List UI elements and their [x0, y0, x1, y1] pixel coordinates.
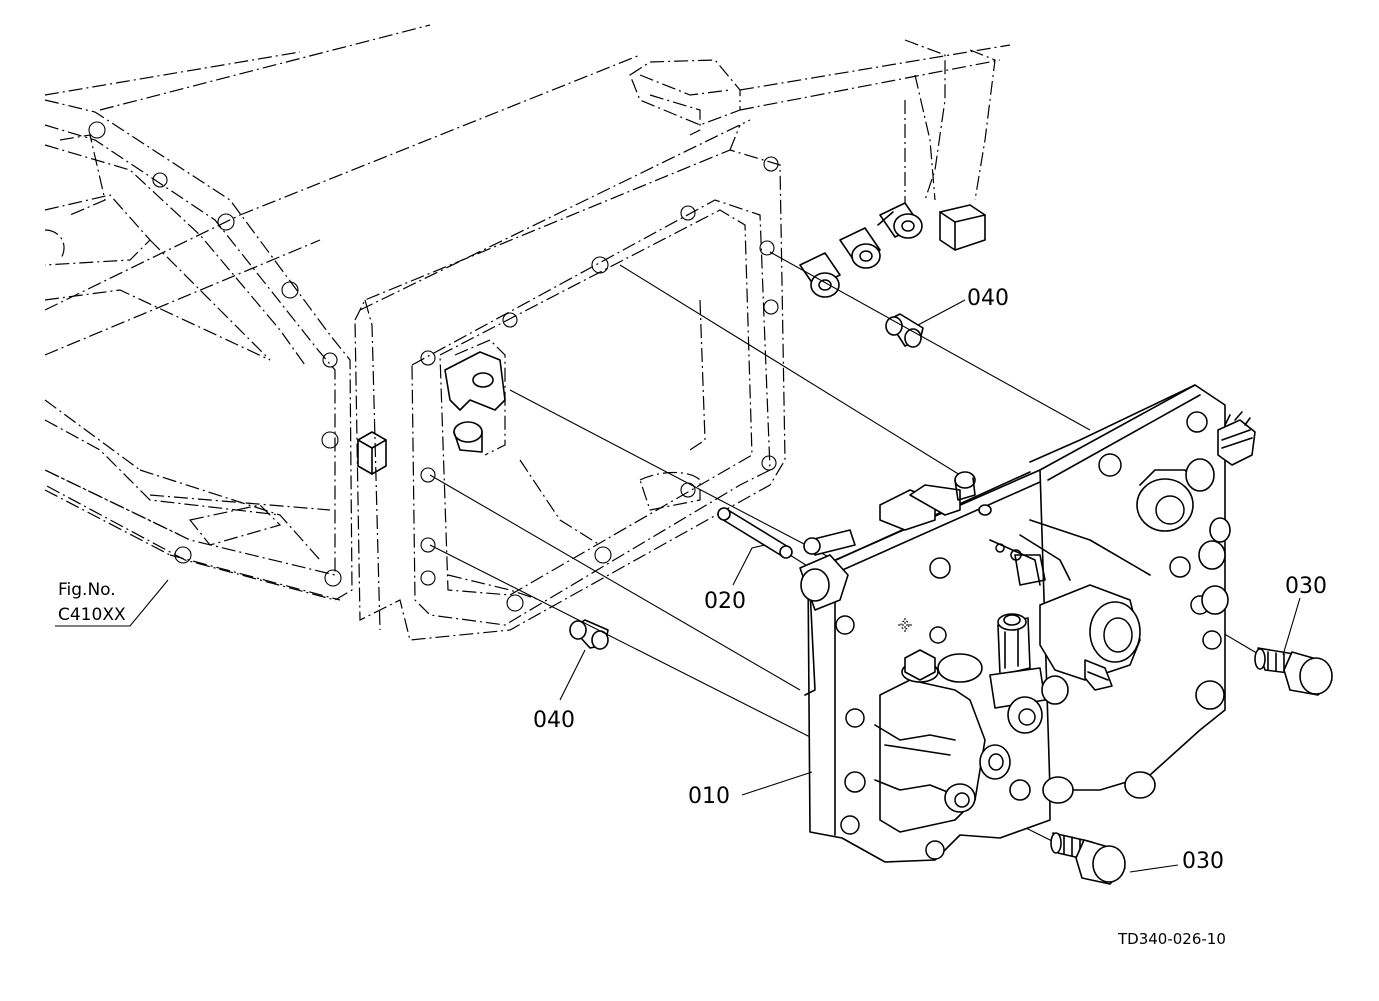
callout-040-bottom: 040	[533, 708, 575, 733]
callout-010: 010	[688, 784, 730, 809]
part-030-plug-bottom	[1050, 832, 1126, 885]
callout-030-right: 030	[1285, 574, 1327, 599]
part-010-valve-assembly	[799, 384, 1256, 863]
part-020-pipe	[717, 507, 793, 559]
figure-ref-line2: C410XX	[58, 605, 126, 625]
callout-leaders	[55, 299, 1301, 873]
callout-020: 020	[704, 589, 746, 614]
part-040-dowel-bottom	[569, 619, 609, 650]
part-040-dowel-top	[885, 313, 924, 348]
callout-040-top: 040	[967, 286, 1009, 311]
figure-ref-line1: Fig.No.	[58, 580, 116, 600]
hollow-pins	[799, 202, 923, 298]
drawing-id: TD340-026-10	[1117, 930, 1226, 948]
transmission-case	[44, 24, 1011, 641]
part-030-plug-right	[1254, 647, 1333, 696]
callout-030-bottom: 030	[1182, 849, 1224, 874]
